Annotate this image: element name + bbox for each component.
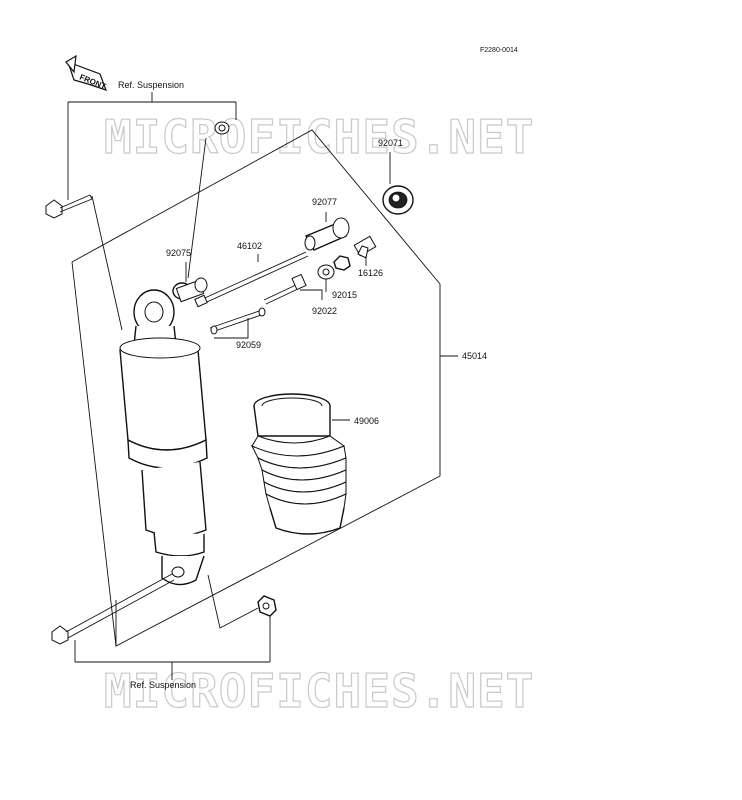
dust-boot-49006 — [250, 393, 347, 535]
front-arrow-icon: FRONT — [65, 54, 107, 91]
part-label-45014: 45014 — [462, 351, 487, 361]
spacer-92059 — [209, 307, 266, 335]
part-label-92059: 92059 — [236, 340, 261, 350]
part-label-16126: 16126 — [358, 268, 383, 278]
part-label-92015: 92015 — [332, 290, 357, 300]
valve-16126 — [353, 235, 377, 259]
part-label-46102: 46102 — [237, 241, 262, 251]
lower-mount-nut — [257, 595, 277, 617]
part-label-92077: 92077 — [312, 197, 337, 207]
part-label-92071: 92071 — [378, 138, 403, 148]
bolt-92022 — [263, 273, 307, 305]
part-label-49006: 49006 — [354, 416, 379, 426]
nut-near-16126 — [333, 255, 351, 271]
bushing-92075 — [172, 277, 208, 303]
drawing-code: F2280-0014 — [480, 47, 518, 54]
upper-collar — [214, 121, 230, 135]
washer-92015 — [317, 264, 335, 280]
bushing-92071 — [382, 185, 414, 215]
upper-mount-bolt — [45, 194, 93, 219]
assembly-boundary-45014 — [71, 129, 441, 647]
watermark-bottom: MICROFICHES.NET — [104, 664, 534, 718]
shock-absorber-body — [119, 289, 208, 586]
ref-suspension-bottom-label: Ref. Suspension — [130, 680, 196, 690]
lower-mount-bolt — [51, 573, 175, 645]
part-label-92022: 92022 — [312, 306, 337, 316]
part-label-92075: 92075 — [166, 248, 191, 258]
collar-92077 — [304, 217, 350, 251]
ref-suspension-top-label: Ref. Suspension — [118, 80, 184, 90]
watermark-top: MICROFICHES.NET — [104, 110, 534, 164]
rod-46102 — [194, 251, 309, 308]
